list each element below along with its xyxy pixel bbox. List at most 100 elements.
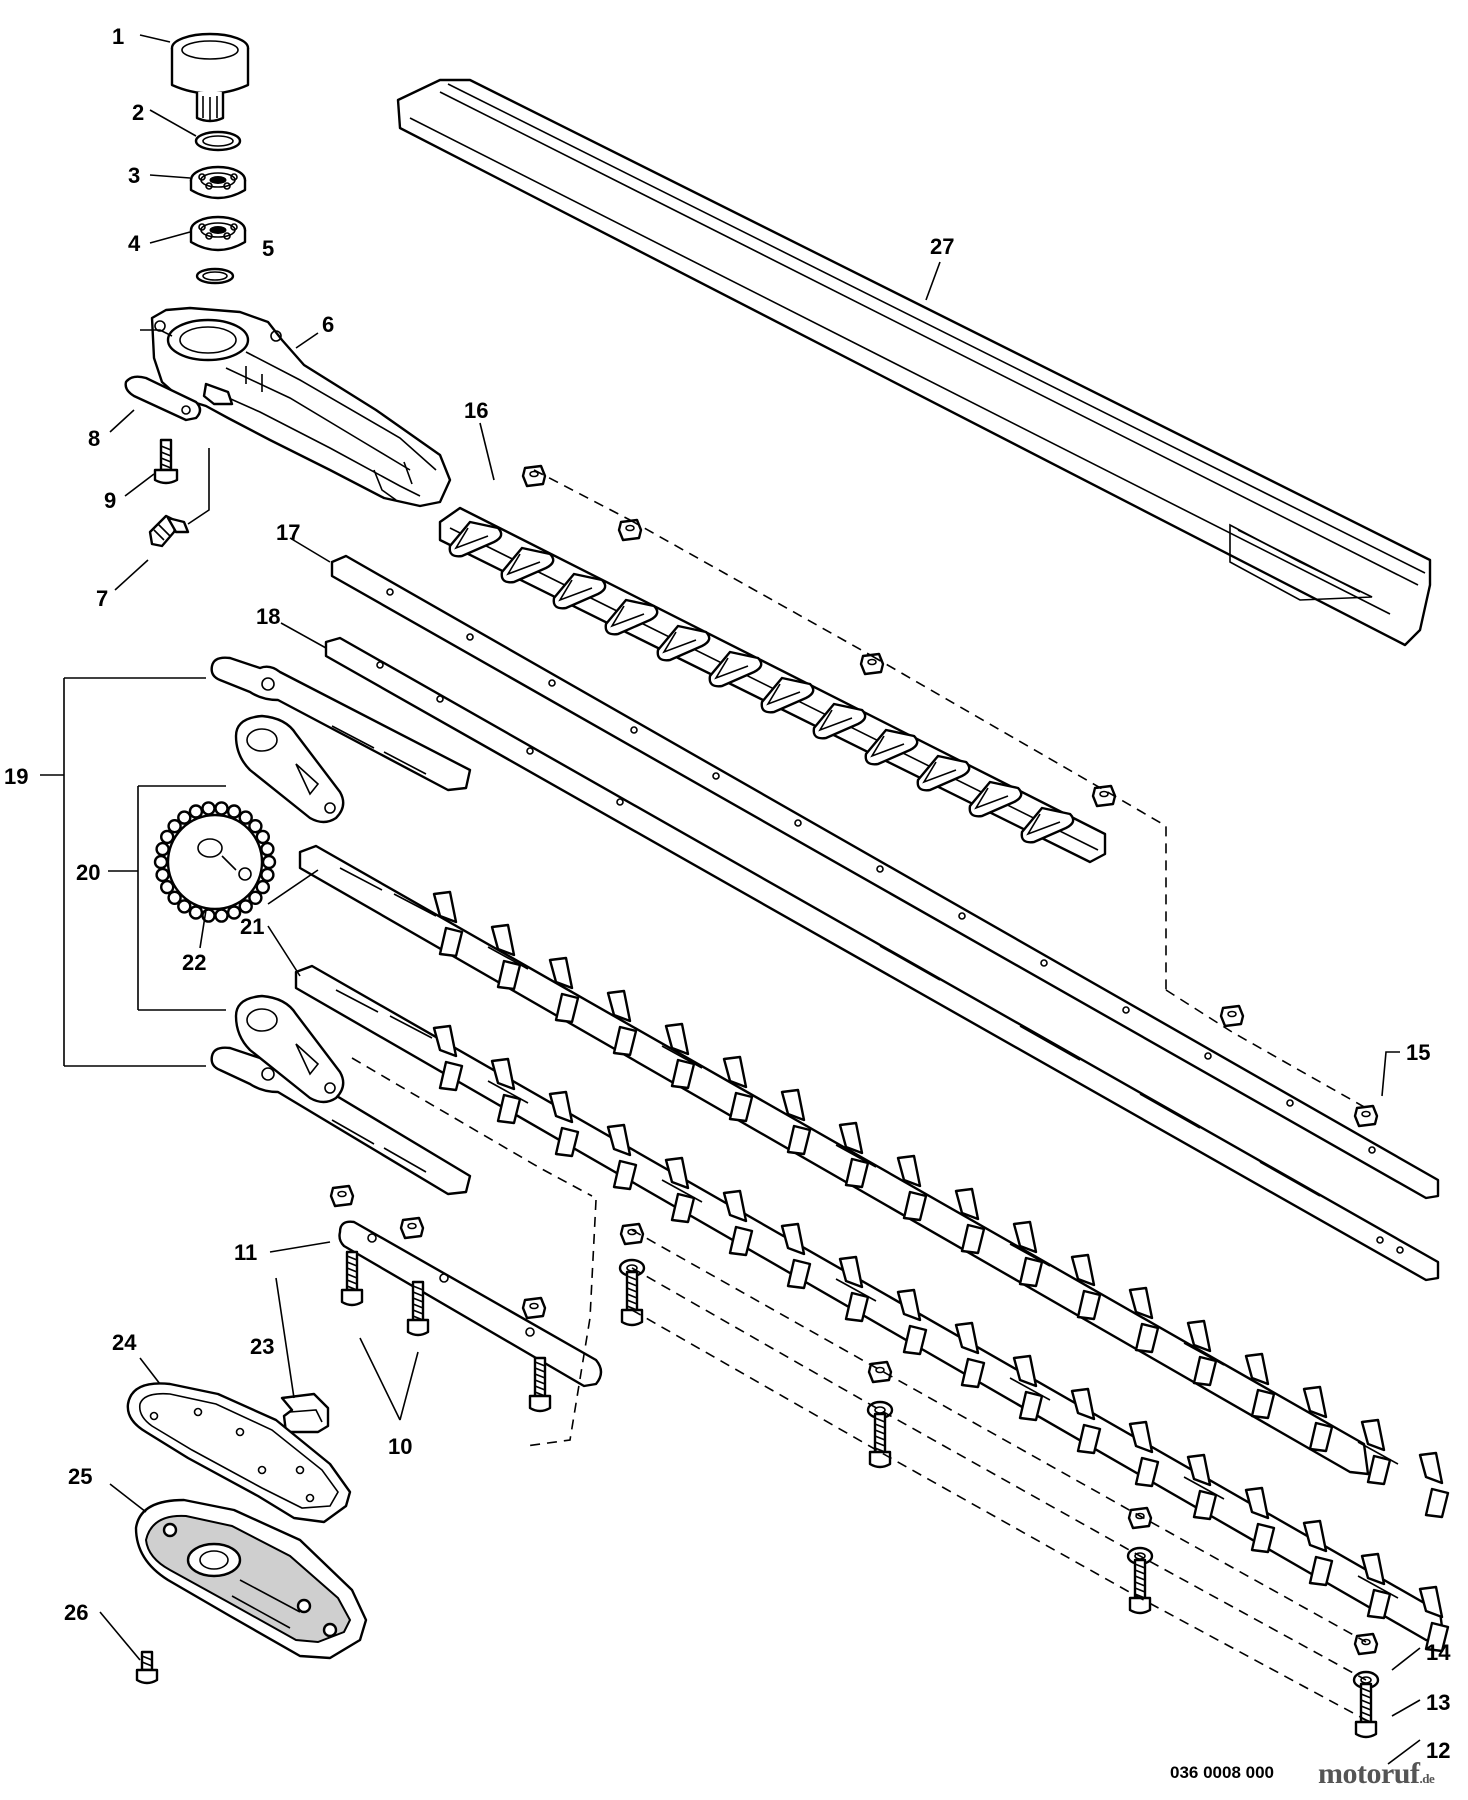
part-26-screw	[135, 1650, 159, 1685]
blade-tooth-top	[1186, 1453, 1212, 1487]
blade-slot	[487, 1080, 529, 1104]
callout-9: 9	[104, 488, 116, 513]
screw-thread	[346, 1261, 358, 1267]
blade-tooth-bottom	[728, 1225, 754, 1257]
screw-thread	[534, 1373, 546, 1379]
screw-head	[1354, 1720, 1378, 1739]
gear-tooth	[167, 819, 182, 834]
blade-tooth-top	[1128, 1286, 1154, 1320]
nut-hole	[529, 470, 539, 478]
part-16-blade-guard	[438, 506, 1107, 864]
part-21-blade-lower	[294, 964, 1450, 1653]
blade-tooth-bottom	[612, 1025, 638, 1057]
blade-tooth-bottom	[1366, 1454, 1392, 1486]
part-5-snap-ring	[195, 267, 235, 285]
callout-23: 23	[250, 1334, 274, 1359]
gear-tooth	[260, 867, 275, 883]
watermark-logo: motoruf.de	[1318, 1757, 1435, 1791]
guard-tooth	[552, 572, 607, 610]
blade-tooth-top	[896, 1154, 922, 1188]
blade-tooth-bottom	[1308, 1555, 1334, 1587]
blade-tooth-top	[722, 1189, 748, 1223]
screw-thread	[1360, 1687, 1372, 1693]
blade-tooth-bottom	[844, 1157, 870, 1189]
screw-thread	[1360, 1711, 1372, 1717]
callout-13: 13	[1426, 1690, 1450, 1715]
callout-4: 4	[128, 231, 141, 256]
blade-tooth-top	[1070, 1253, 1096, 1287]
guard-tooth	[1020, 806, 1075, 844]
blade-tooth-top	[1070, 1387, 1096, 1421]
callout-18: 18	[256, 604, 280, 629]
part-27-blade-cover	[396, 78, 1432, 647]
watermark-suffix: .de	[1419, 1771, 1435, 1786]
screw-thread	[1134, 1581, 1146, 1587]
screw-thread	[874, 1417, 886, 1423]
blade-tooth-top	[1012, 1354, 1038, 1388]
callout-20: 20	[76, 860, 100, 885]
blade-tooth-bottom	[1192, 1489, 1218, 1521]
gear-tooth	[167, 890, 182, 905]
blade-tooth-top	[606, 989, 632, 1023]
part-17-strip	[330, 554, 1440, 1200]
guard-tooth	[604, 598, 659, 636]
blade-slot	[487, 946, 529, 970]
screw-thread	[626, 1287, 638, 1293]
guard-tooth-inner	[818, 709, 853, 732]
blade-tooth-top	[664, 1156, 690, 1190]
blade-tooth-top	[1128, 1420, 1154, 1454]
blade-slot	[1357, 1441, 1399, 1465]
gear-tooth	[226, 905, 242, 920]
guard-tooth-inner	[454, 527, 489, 550]
gear-tooth	[159, 879, 175, 895]
callout-2: 2	[132, 100, 144, 125]
leader-lines	[40, 34, 1421, 1765]
blade-slot	[661, 1179, 703, 1203]
connector-line	[187, 448, 210, 525]
screw-thread	[412, 1309, 424, 1315]
blade-slot	[661, 1045, 703, 1069]
blade-tooth-bottom	[1424, 1621, 1450, 1653]
blade-tooth-top	[664, 1022, 690, 1056]
callout-1: 1	[112, 24, 124, 49]
screw-thread	[626, 1275, 638, 1281]
part-9-screw	[153, 438, 179, 485]
part-19-plate-lower	[210, 1046, 472, 1196]
guard-tooth	[760, 676, 815, 714]
assembly-dashes	[351, 469, 1367, 1721]
blade-tooth-bottom	[670, 1192, 696, 1224]
guard-tooth	[916, 754, 971, 792]
blade-tooth-top	[780, 1088, 806, 1122]
guard-tooth-inner	[610, 605, 645, 628]
callout-25: 25	[68, 1464, 92, 1489]
blade-tooth-bottom	[670, 1058, 696, 1090]
blade-slot	[835, 1144, 877, 1168]
blade-tooth-top	[490, 1057, 516, 1091]
blade-tooth-bottom	[496, 1093, 522, 1125]
part-8-plate	[124, 375, 202, 422]
nut-hole	[1361, 1110, 1371, 1118]
screw-thread	[1360, 1705, 1372, 1711]
blade-tooth-top	[548, 1090, 574, 1124]
gear-tooth	[201, 801, 216, 816]
blade-tooth-bottom	[1308, 1421, 1334, 1453]
guard-tooth-inner	[662, 631, 697, 654]
blade-tooth-top	[1360, 1552, 1386, 1586]
drawing-code: 036 0008 000	[1170, 1763, 1274, 1782]
blade-tooth-bottom	[960, 1223, 986, 1255]
gear-tooth	[238, 899, 253, 914]
gear-tooth	[226, 804, 242, 819]
screw-thread	[1134, 1587, 1146, 1593]
gear-tooth	[260, 841, 275, 857]
part-18-slotted-strip	[324, 636, 1440, 1282]
nut-hole	[1099, 790, 1109, 798]
blade-tooth-bottom	[902, 1190, 928, 1222]
screw-thread	[1360, 1693, 1372, 1699]
callout-5: 5	[262, 236, 274, 261]
nut-hole	[867, 658, 877, 666]
blade-tooth-bottom	[1134, 1456, 1160, 1488]
blade-tooth-bottom	[1018, 1256, 1044, 1288]
blade-tooth-top	[490, 923, 516, 957]
guard-tooth-inner	[506, 553, 541, 576]
